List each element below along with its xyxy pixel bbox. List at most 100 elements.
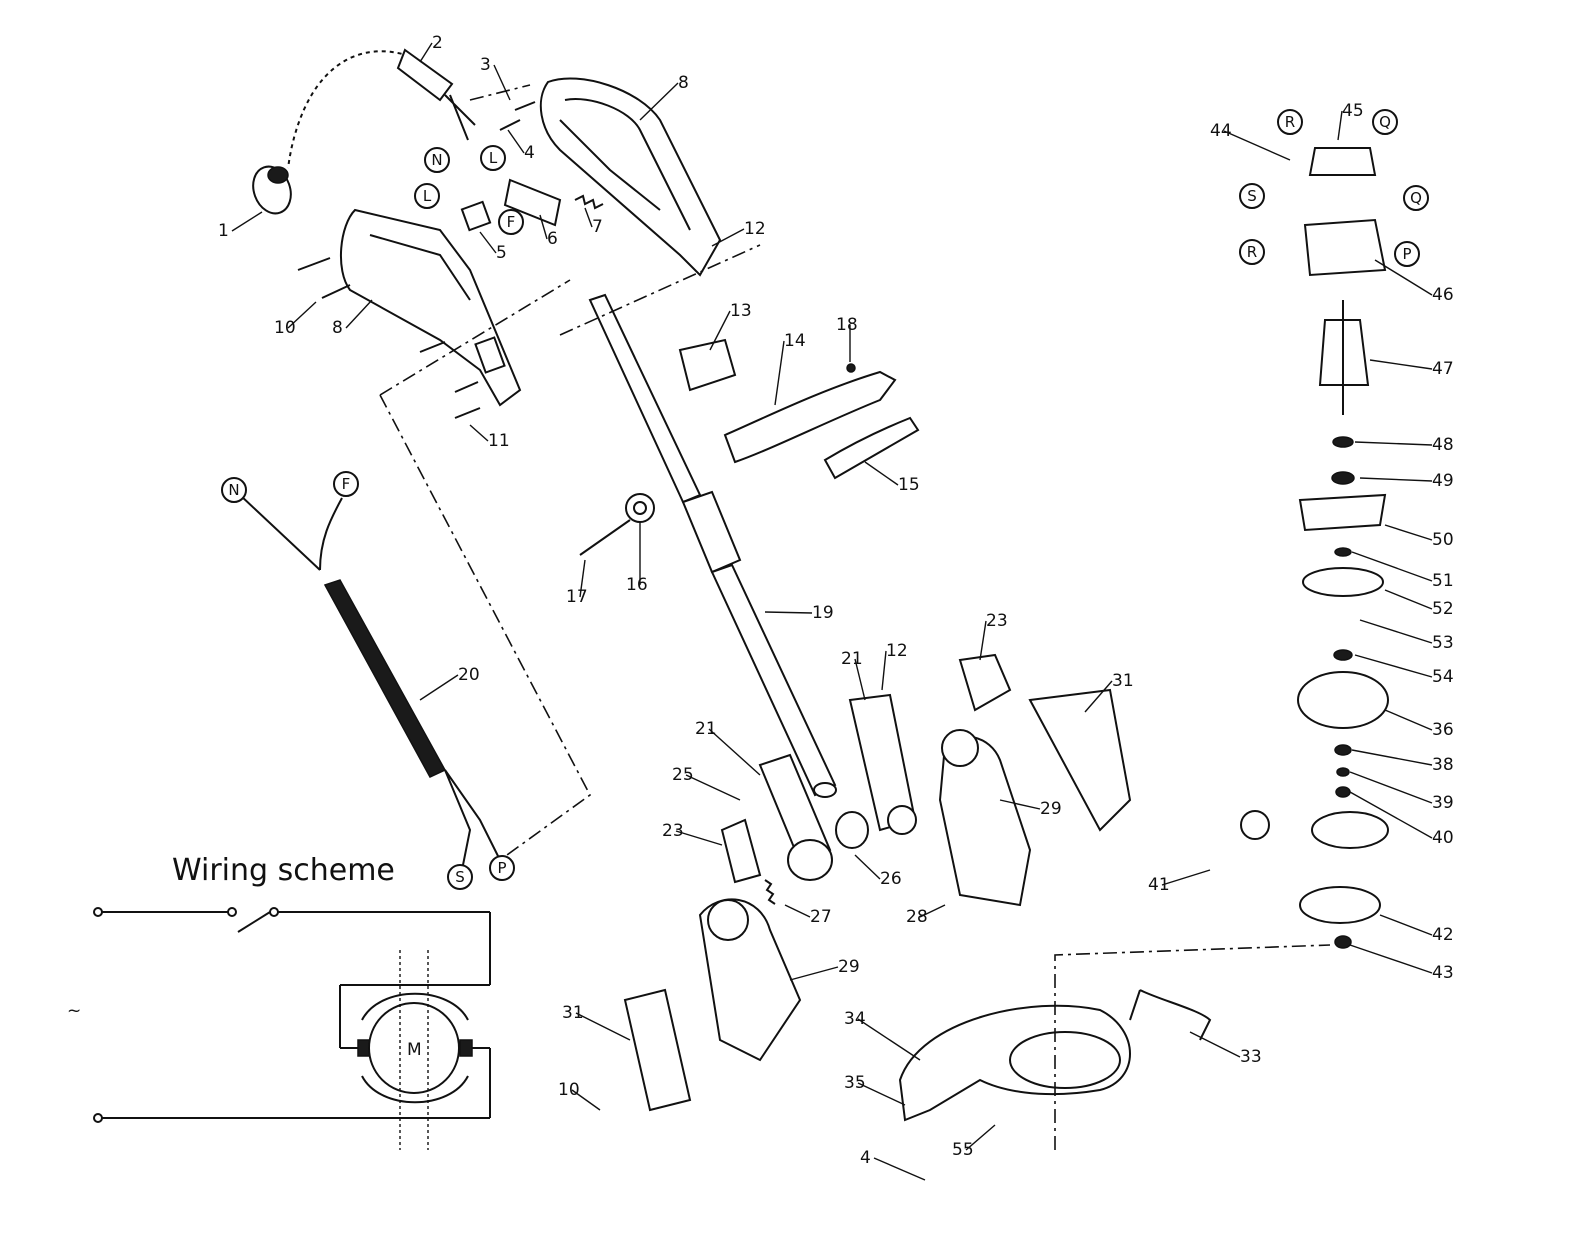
leader-line — [419, 674, 459, 701]
leader-line — [709, 310, 731, 351]
part-number-label: 31 — [1112, 671, 1134, 691]
leader-line — [479, 231, 497, 254]
leader-line — [1379, 914, 1433, 936]
leader-line — [493, 64, 511, 101]
connector-label: R — [1277, 109, 1303, 135]
svg-text:N: N — [431, 151, 442, 169]
part-number-label: 12 — [744, 219, 766, 239]
part-number-label: 43 — [1432, 963, 1454, 983]
part-number-label: 45 — [1342, 101, 1364, 121]
part-number-label: 5 — [496, 243, 507, 263]
part-number-label: 26 — [880, 869, 902, 889]
part-number-label: 3 — [480, 55, 491, 75]
leader-line — [854, 658, 866, 701]
connector-label: P — [489, 855, 515, 881]
part-number-label: 21 — [841, 649, 863, 669]
leader-line — [857, 1018, 921, 1061]
part-number-label: 4 — [524, 143, 535, 163]
guard — [898, 989, 1212, 1122]
leader-line — [708, 728, 761, 776]
leader-line — [1359, 619, 1433, 644]
handle-half-lower — [339, 208, 522, 407]
part-number-label: 27 — [810, 907, 832, 927]
part-number-label: 42 — [1432, 925, 1454, 945]
connector-label: F — [498, 209, 524, 235]
part-number-label: 10 — [558, 1080, 580, 1100]
part-number-label: 8 — [332, 318, 343, 338]
svg-text:R: R — [1285, 113, 1295, 131]
svg-text:S: S — [455, 868, 465, 886]
leader-line — [873, 1157, 926, 1181]
part-number-label: 33 — [1240, 1047, 1262, 1067]
leader-line — [1349, 791, 1433, 839]
leader-lines — [231, 42, 1433, 1181]
connector-label: R — [1239, 239, 1265, 265]
leader-line — [919, 904, 946, 918]
leader-line — [774, 340, 785, 406]
switch-parts — [460, 178, 604, 232]
part-number-label: 28 — [906, 907, 928, 927]
part-number-label: 29 — [838, 957, 860, 977]
leader-line — [1084, 680, 1113, 713]
part-number-label: 17 — [566, 587, 588, 607]
part-number-label: 11 — [488, 431, 510, 451]
leader-line — [1369, 359, 1433, 370]
motor-stack — [1240, 147, 1389, 949]
wiring-scheme-title: Wiring scheme — [172, 853, 395, 888]
part-number-label: 16 — [626, 575, 648, 595]
part-number-label: 14 — [784, 331, 806, 351]
leader-line — [1384, 524, 1433, 541]
part-number-label: 12 — [886, 641, 908, 661]
part-number-label: 36 — [1432, 720, 1454, 740]
leader-line — [784, 904, 811, 918]
svg-text:P: P — [497, 859, 506, 877]
leader-line — [639, 82, 679, 121]
part-number-label: 52 — [1432, 599, 1454, 619]
leader-line — [1354, 441, 1433, 446]
leader-line — [789, 966, 839, 981]
leader-line — [979, 620, 987, 661]
connector-label: L — [480, 145, 506, 171]
connector-label: Q — [1403, 185, 1429, 211]
ac-symbol: ~ — [67, 1001, 81, 1021]
assembly-lines — [379, 84, 1331, 1150]
leader-line — [857, 1082, 906, 1106]
leader-line — [579, 559, 586, 598]
handle-half-upper — [539, 77, 722, 277]
connector-label: S — [1239, 183, 1265, 209]
part-number-label: 41 — [1148, 875, 1170, 895]
hinge-assembly-left — [623, 753, 833, 1112]
leader-line — [999, 799, 1041, 810]
connector-label: F — [333, 471, 359, 497]
part-number-label: 20 — [458, 665, 480, 685]
shaft — [588, 293, 837, 798]
part-number-label: 18 — [836, 315, 858, 335]
leader-line — [1349, 771, 1433, 804]
svg-text:P: P — [1402, 245, 1411, 263]
power-cord — [252, 48, 476, 215]
leader-line — [1359, 477, 1433, 482]
connector-label: P — [1394, 241, 1420, 267]
svg-text:F: F — [342, 475, 351, 493]
part-number-label: 2 — [432, 33, 443, 53]
leader-line — [507, 129, 525, 154]
part-number-label: 47 — [1432, 359, 1454, 379]
connector-label: L — [414, 183, 440, 209]
part-number-label: 1 — [218, 221, 229, 241]
svg-text:Q: Q — [1410, 189, 1422, 207]
leader-line — [419, 42, 433, 63]
leader-line — [1161, 869, 1211, 886]
leader-line — [231, 211, 263, 232]
part-number-label: 55 — [952, 1140, 974, 1160]
leader-line — [864, 461, 899, 486]
part-number-label: 34 — [844, 1009, 866, 1029]
part-number-label: 46 — [1432, 285, 1454, 305]
hinge-assembly-right — [835, 653, 1132, 907]
leader-line — [469, 424, 489, 442]
leader-line — [584, 207, 593, 228]
part-number-label: 23 — [662, 821, 684, 841]
aux-handle — [678, 338, 920, 480]
